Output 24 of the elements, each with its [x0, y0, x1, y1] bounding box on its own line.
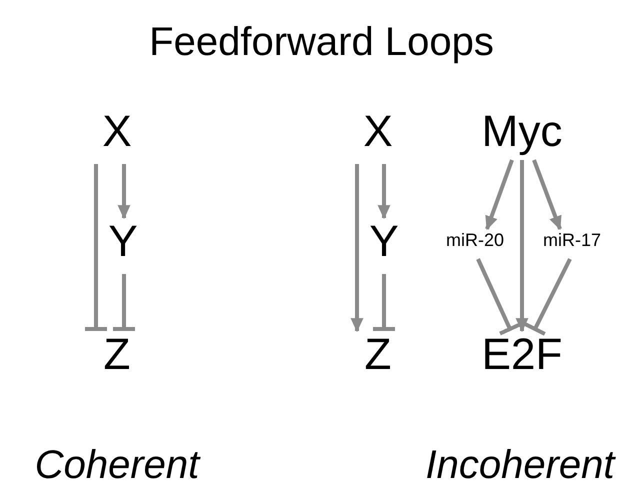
- inhibition-line: [476, 258, 522, 336]
- loop-type-label: Coherent: [34, 445, 200, 485]
- gene-label: miR-20: [446, 231, 504, 249]
- activation-arrow: [350, 164, 364, 332]
- activation-arrow: [485, 159, 514, 230]
- loop-type-label: Incoherent: [425, 445, 615, 485]
- inhibition-line: [371, 274, 397, 331]
- inhibition-line: [83, 164, 109, 331]
- activation-arrow: [532, 159, 562, 230]
- activation-arrow: [378, 164, 390, 220]
- inhibition-line: [523, 258, 572, 336]
- gene-label: Myc: [482, 110, 562, 154]
- gene-label: E2F: [482, 333, 562, 377]
- gene-label: Z: [104, 333, 130, 377]
- gene-label: X: [363, 110, 393, 154]
- activation-arrow: [118, 164, 130, 220]
- activation-arrow: [516, 160, 528, 332]
- diagram-title: Feedforward Loops: [148, 22, 495, 62]
- gene-label: Y: [369, 220, 399, 264]
- gene-label: miR-17: [543, 231, 601, 249]
- gene-label: Y: [108, 220, 138, 264]
- gene-label: X: [102, 110, 132, 154]
- gene-label: Z: [364, 333, 392, 377]
- inhibition-line: [111, 274, 137, 331]
